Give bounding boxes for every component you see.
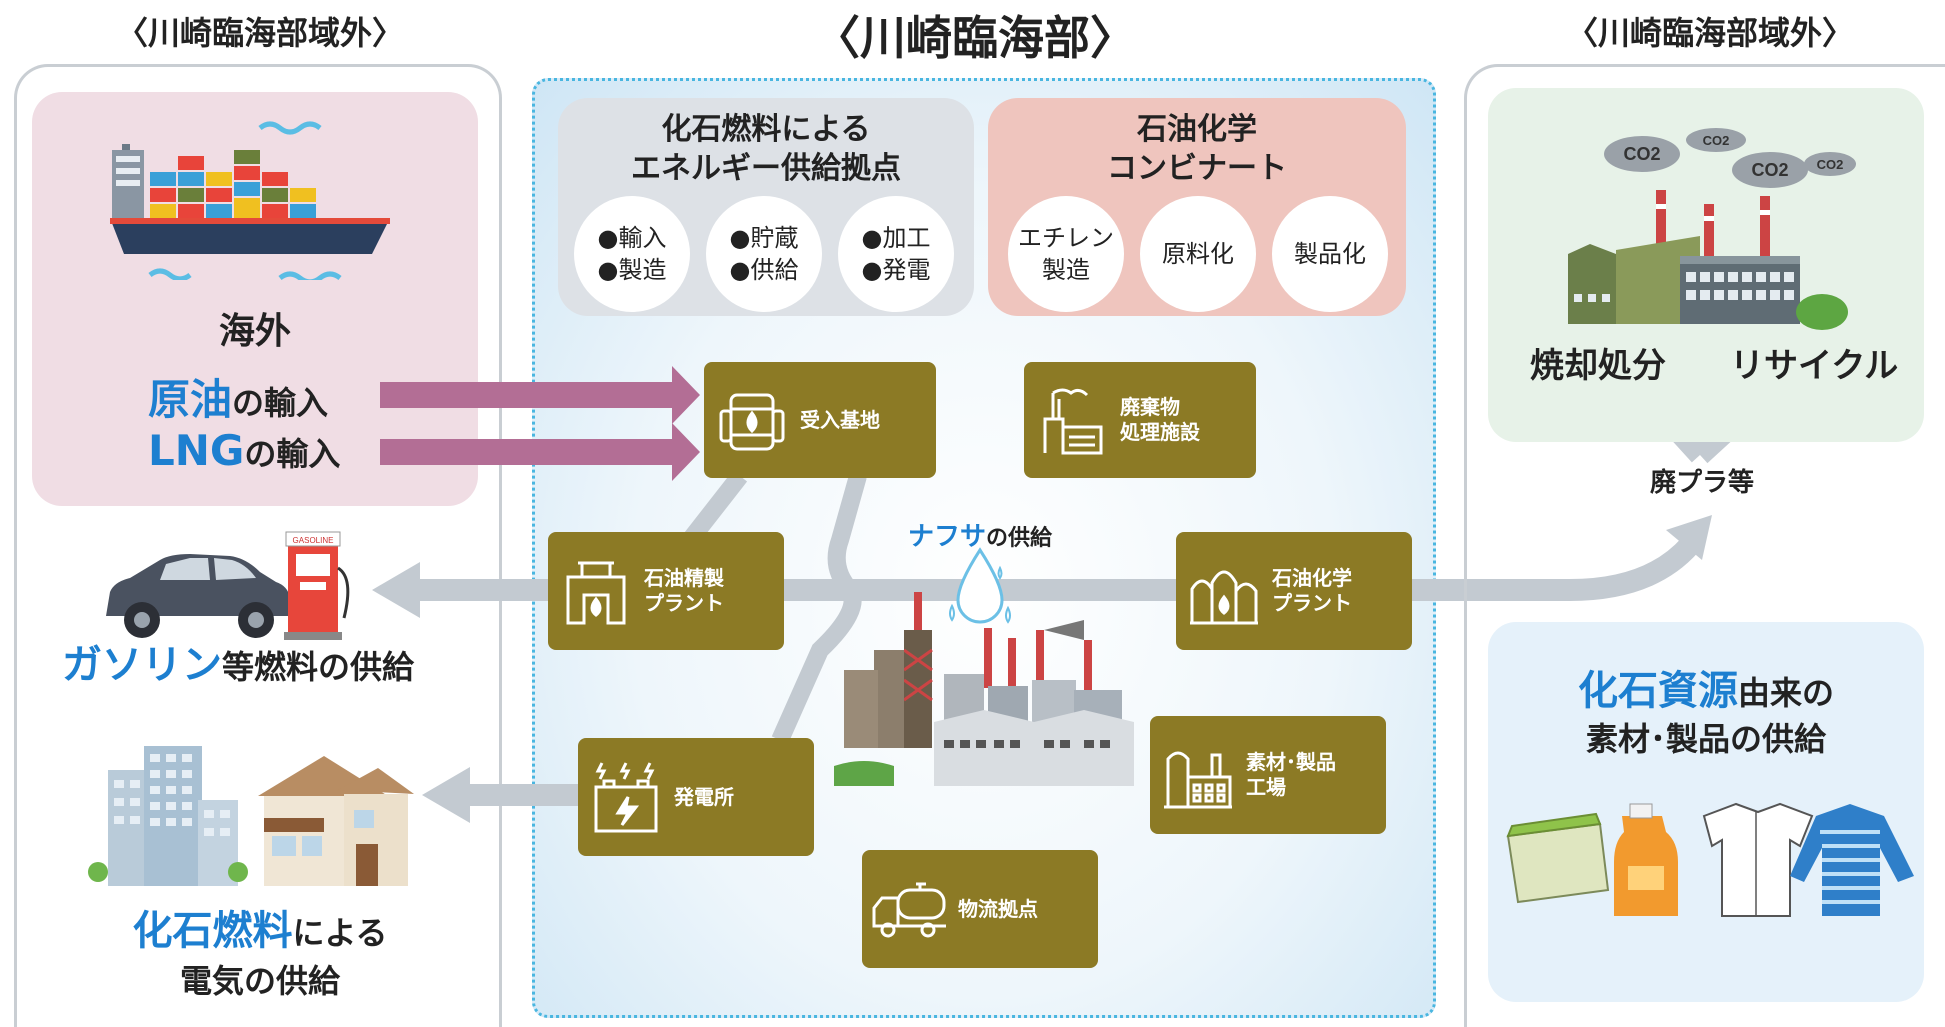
petrochemical-plant-icon [1190,570,1258,625]
energy-circle-1-line1: ●輸入 [597,223,667,252]
logistics-label: 物流拠点 [958,896,1038,921]
electricity-label: 電気の供給 [179,962,340,1000]
waste-label-1: 廃棄物 [1120,395,1180,419]
products-illustration [1506,802,1914,917]
energy-circle-3: ●加工 ●発電 [838,196,954,312]
fossil-em: 化石燃料 [132,908,293,954]
petro-plant-box: 石油化学プラント [1176,532,1412,650]
energy-circle-1: ●輸入 ●製造 [574,196,690,312]
energy-circle-2-line1: ●貯蔵 [729,223,799,252]
petro-circle-1-line1: エチレン [1018,223,1114,252]
energy-circle-3-line2: ●発電 [861,256,931,284]
gasoline-rest: 等燃料の供給 [222,648,415,686]
factory-icon [1164,751,1232,809]
energy-title-line2: エネルギー供給拠点 [631,151,901,186]
materials-factory-box: 素材･製品工場 [1150,716,1386,834]
co2-label-3: CO2 [1751,160,1788,180]
right-frame [1464,64,1945,1027]
petro-plant-label-1: 石油化学 [1272,566,1352,590]
lng-import-label: LNGの輸入 [148,426,340,475]
gasoline-em: ガソリン [62,642,222,688]
cargo-ship-illustration [110,121,390,280]
buildings-house-illustration [88,746,414,886]
waste-plastic-label: 廃プラ等 [1650,468,1755,498]
recycle-label: リサイクル [1730,346,1899,386]
refinery-box: 石油精製プラント [548,532,784,650]
power-plant-label: 発電所 [674,784,734,809]
fossil-rest: による [292,914,388,952]
petro-plant-label-2: プラント [1272,591,1352,615]
waste-plant-icon [1043,388,1103,455]
energy-circle-2-line2: ●供給 [729,256,799,284]
car-gas-pump-illustration: GASOLINE [106,531,350,640]
header-center: 〈川崎臨海部〉 [814,11,1136,65]
power-plant-icon [594,762,658,833]
co2-label-2: CO2 [1703,133,1730,148]
co2-label-4: CO2 [1817,157,1844,172]
gasoline-sign-text: GASOLINE [293,536,334,545]
petro-title-line1: 石油化学 [1137,112,1257,147]
energy-title-line1: 化石燃料による [661,112,871,147]
waste-facility-box: 廃棄物処理施設 [1024,362,1256,478]
petro-circle-1: エチレン製造 [1008,196,1124,312]
energy-circle-1-line2: ●製造 [597,256,667,284]
fossil-res-em: 化石資源 [1577,668,1738,714]
crude-import-label: 原油の輸入 [148,366,328,427]
energy-circle-3-line1: ●加工 [861,223,931,252]
fossil-res-rest: 由来の [1737,674,1834,712]
materials-label-1: 素材･製品 [1246,750,1336,774]
gasoline-supply-label: ガソリン等燃料の供給 [62,632,414,690]
crude-em: 原油 [148,375,233,424]
crude-rest: の輸入 [232,384,329,422]
petrochemical-title: 石油化学 コンビナート [988,110,1406,188]
refinery-label-2: プラント [644,591,724,615]
petro-circle-2: 原料化 [1140,196,1256,312]
incineration-label: 焼却処分 [1530,346,1666,386]
fossil-electricity-label: 化石燃料による 電気の供給 [70,898,450,1002]
tanker-truck-icon [872,882,946,938]
logistics-box: 物流拠点 [862,850,1098,968]
naphtha-em: ナフサ [908,522,987,552]
naphtha-supply-label: ナフサの供給 [908,516,1052,553]
import-arrows [380,366,700,481]
overseas-label: 海外 [218,311,291,352]
receiving-base-box: 受入基地 [704,362,936,478]
header-left: 〈川崎臨海部域外〉 [115,14,404,52]
left-frame [14,64,502,1027]
lng-em: LNG [148,426,245,475]
naphtha-rest: の供給 [986,526,1053,551]
lng-rest: の輸入 [244,435,341,473]
header-right: 〈川崎臨海部域外〉 [1565,14,1854,52]
materials-label-2: 工場 [1246,775,1286,799]
waste-label-2: 処理施設 [1120,420,1200,444]
factory-co2-illustration: CO2 CO2 CO2 CO2 [1568,128,1856,330]
industrial-complex-illustration [834,592,1134,786]
co2-label-1: CO2 [1623,144,1660,164]
refinery-label-1: 石油精製 [644,566,724,590]
receiving-base-label: 受入基地 [800,407,880,432]
petro-circle-1-line2: 製造 [1042,256,1090,284]
petro-title-line2: コンビナート [1107,151,1287,186]
petro-circle-3-line1: 製品化 [1294,239,1366,268]
oil-drop-icon [949,547,1011,624]
materials-supply-label: 素材･製品の供給 [1585,720,1826,758]
oil-barrel-icon [719,393,785,451]
energy-supply-title: 化石燃料による エネルギー供給拠点 [558,110,974,188]
fossil-resource-label: 化石資源由来の 素材･製品の供給 [1488,664,1924,761]
power-plant-box: 発電所 [578,738,814,856]
petro-circle-2-line1: 原料化 [1162,239,1234,268]
refinery-icon [566,561,626,625]
energy-circle-2: ●貯蔵 ●供給 [706,196,822,312]
petro-circle-3: 製品化 [1272,196,1388,312]
